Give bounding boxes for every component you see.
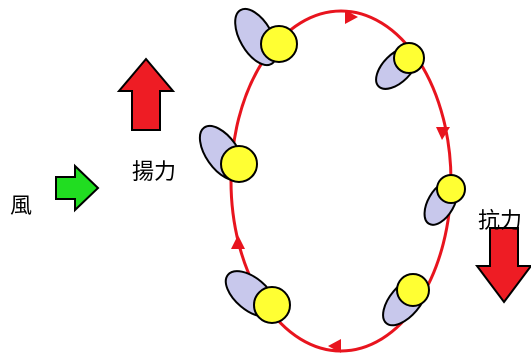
blade-section	[224, 270, 291, 324]
orbit-arrow-bottom	[328, 339, 341, 353]
orbit-arrow-right	[436, 127, 450, 140]
blade-circle	[396, 273, 430, 307]
drag-label: 抗力	[478, 209, 523, 234]
blade-circle	[253, 286, 291, 324]
blade-section	[198, 124, 258, 183]
blade-section	[234, 7, 298, 67]
drag-arrow-icon	[475, 227, 531, 304]
wind-label: 風	[10, 194, 33, 219]
lift-label: 揚力	[132, 160, 177, 185]
blade-section	[423, 174, 466, 226]
blade-circle	[260, 25, 298, 63]
blade-circle	[393, 42, 425, 74]
orbit-arrow-top	[345, 10, 358, 24]
lift-arrow-icon	[116, 57, 176, 131]
blade-circle	[436, 174, 466, 204]
wind-arrow-icon	[55, 163, 100, 213]
blade-circle	[220, 145, 258, 183]
blade-section	[375, 42, 425, 90]
orbit-arrow-left	[231, 235, 245, 249]
blade-section	[382, 273, 430, 327]
